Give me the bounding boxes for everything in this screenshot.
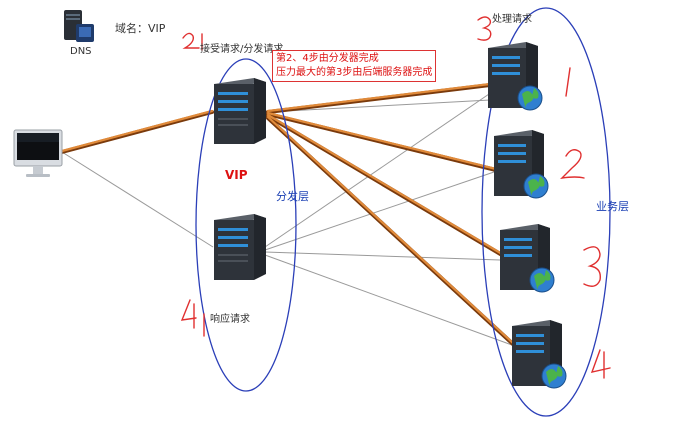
client-to-vip-line xyxy=(60,109,214,153)
globe-icon xyxy=(517,85,543,111)
vip-to-server1-line xyxy=(266,82,492,113)
process-request-label: 处理请求 xyxy=(492,14,532,25)
responder-to-server4-line xyxy=(264,254,513,346)
orange-connection-lines xyxy=(60,82,516,347)
gray-connection-lines xyxy=(61,91,513,346)
dispatch-layer-label: 分发层 xyxy=(276,190,309,203)
business-layer-label: 业务层 xyxy=(596,200,629,213)
handwritten-4-right xyxy=(590,349,611,379)
handwritten-marks xyxy=(180,16,611,379)
vip-server-icon xyxy=(210,76,270,148)
handwritten-1-right xyxy=(565,67,571,97)
handwritten-2-left xyxy=(182,32,200,49)
responder-server-icon xyxy=(210,212,270,284)
dns-domain-label: 域名：VIP xyxy=(115,22,166,35)
vip-to-server4-line xyxy=(266,115,516,346)
responder-to-server1-line xyxy=(264,91,493,248)
globe-icon xyxy=(529,267,555,293)
respond-request-label: 响应请求 xyxy=(210,314,250,325)
handwritten-3-right xyxy=(583,246,601,287)
dns-server-icon xyxy=(62,8,96,46)
note-box: 第2、4步由分发器完成 压力最大的第3步由后端服务器完成 xyxy=(272,50,437,82)
backend-server-1 xyxy=(484,40,548,112)
handwritten-3-top xyxy=(477,16,492,41)
responder-to-server2-line xyxy=(264,171,495,251)
handwritten-4-left xyxy=(180,299,197,329)
responder-to-server3-line xyxy=(264,251,501,261)
receive-forward-label: 接受请求/分发请求 xyxy=(200,44,284,55)
handwritten-2-right xyxy=(560,149,585,179)
vip-label: VIP xyxy=(225,168,248,182)
note-line-2: 压力最大的第3步由后端服务器完成 xyxy=(276,67,433,78)
imac-computer-icon xyxy=(12,128,64,180)
dispatch-layer-ellipse xyxy=(195,58,297,392)
business-layer-ellipse xyxy=(481,7,611,417)
backend-server-2 xyxy=(490,128,554,200)
globe-icon xyxy=(523,173,549,199)
backend-server-3 xyxy=(496,222,560,294)
backend-server-4 xyxy=(508,318,572,390)
vip-to-server3-line xyxy=(266,113,504,256)
dns-label: DNS xyxy=(70,46,92,57)
client-to-responder-line xyxy=(61,151,214,248)
note-line-1: 第2、4步由分发器完成 xyxy=(276,53,379,64)
vip-to-server1-gray-line xyxy=(267,99,491,113)
globe-icon xyxy=(541,363,567,389)
vip-to-server2-line xyxy=(266,111,498,171)
